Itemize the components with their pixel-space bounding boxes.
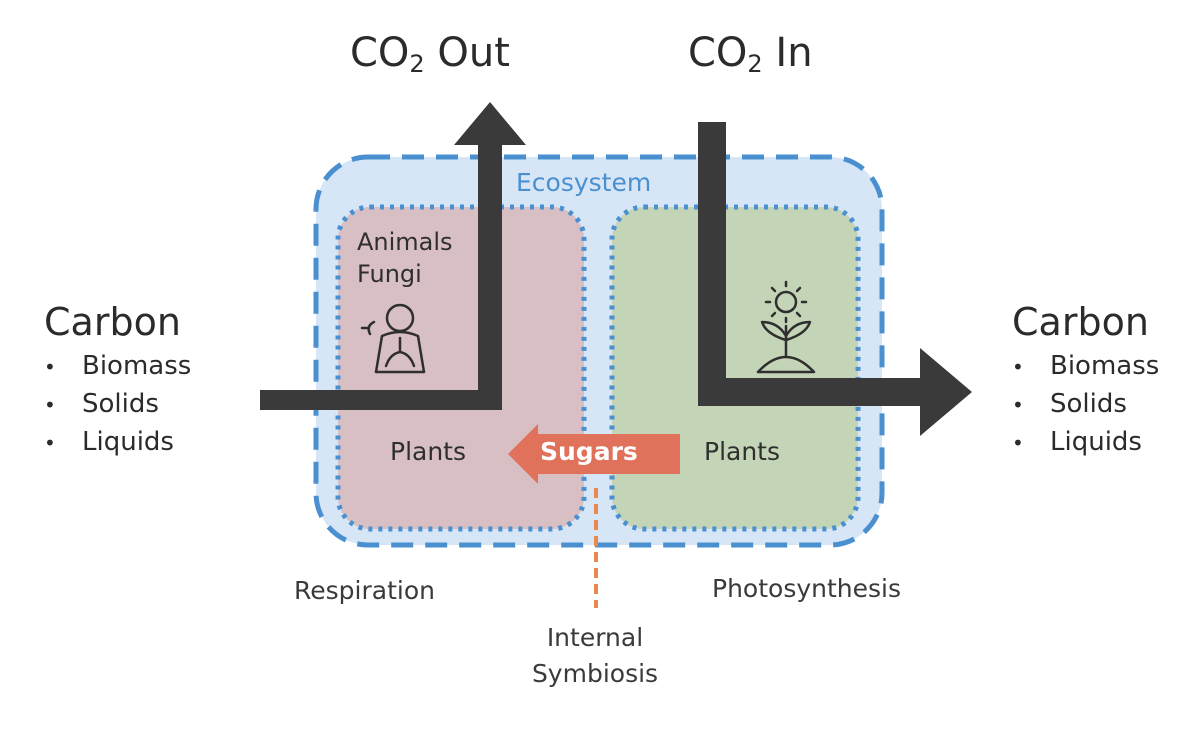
lungs-person-icon [360,303,426,374]
carbon-output-list: •Biomass •Solids •Liquids [1012,348,1159,462]
photosynthesis-plants-label: Plants [704,437,781,466]
carbon-input-title: Carbon [44,300,181,344]
co2-out-arrow [260,102,526,410]
photosynthesis-label: Photosynthesis [712,574,902,603]
list-item: •Solids [44,389,159,419]
respiration-label: Respiration [294,576,435,605]
animals-fungi-label: Animals Fungi [357,228,453,288]
list-item: •Solids [1012,389,1127,419]
carbon-input-block: Carbon •Biomass •Solids •Liquids [44,300,191,462]
co2-in-arrow [698,122,972,436]
list-item: •Biomass [44,351,192,381]
co2-in-label: CO2 In [688,30,813,78]
co2-out-label: CO2 Out [350,30,510,78]
sprouting-plant-sun-icon [756,280,816,374]
sugars-arrow [508,424,680,484]
ecosystem-label: Ecosystem [516,168,652,197]
list-item: •Liquids [44,427,174,457]
respiration-plants-label: Plants [390,437,467,466]
sugars-label: Sugars [540,437,638,466]
list-item: •Liquids [1012,427,1142,457]
carbon-input-list: •Biomass •Solids •Liquids [44,348,191,462]
internal-symbiosis-label: Internal Symbiosis [531,623,659,688]
carbon-output-title: Carbon [1012,300,1149,344]
photosynthesis-box [609,204,861,532]
carbon-output-block: Carbon •Biomass •Solids •Liquids [1012,300,1159,462]
list-item: •Biomass [1012,351,1160,381]
